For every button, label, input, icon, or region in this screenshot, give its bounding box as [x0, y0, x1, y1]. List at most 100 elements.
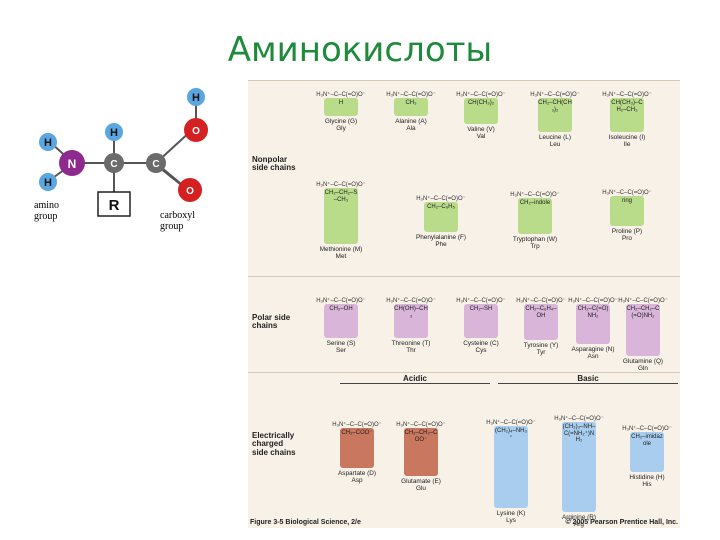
hydrogen-atom-alpha — [105, 123, 123, 141]
amino-acid-abbreviation: His — [642, 481, 652, 489]
amino-acid-full-name: Threonine (T) — [391, 340, 431, 347]
backbone-formula: H₃N⁺–C–C(=O)O⁻ — [486, 420, 536, 426]
amino-acid-abbreviation: Lys — [506, 517, 516, 525]
atom-label-h: H — [44, 137, 52, 149]
side-chain-formula: CH₂–COO⁻ — [341, 430, 373, 436]
acidic-header-line — [340, 383, 490, 384]
nitrogen-atom — [59, 150, 85, 176]
amino-acid-abbreviation: Arg — [574, 521, 584, 529]
carboxyl-carbon-atom — [146, 153, 166, 173]
side-chain-highlight: CH₂–COO⁻ — [340, 428, 374, 468]
backbone-formula: H₃N⁺–C–C(=O)O⁻ — [456, 298, 506, 304]
amino-acid-full-name: Glutamate (E) — [401, 478, 441, 485]
amino-acid-cell: H₃N⁺–C–C(=O)O⁻(CH₂)₄–NH₃⁺Lysine (K)Lys — [476, 420, 546, 525]
carboxyl-label-line: group — [160, 221, 183, 232]
amino-acid-full-name: Isoleucine (I) — [608, 134, 646, 141]
amino-acid-cell: H₃N⁺–C–C(=O)O⁻CH₃ Alanine (A)Ala — [376, 92, 446, 133]
carbonyl-oxygen-atom — [178, 178, 202, 202]
r-group-box — [97, 191, 131, 217]
side-chain-highlight: ring — [610, 196, 644, 226]
amino-acid-full-name: Alanine (A) — [395, 118, 427, 125]
backbone-formula: H₃N⁺–C–C(=O)O⁻ — [510, 192, 560, 198]
backbone-formula: H₃N⁺–C–C(=O)O⁻ — [416, 196, 466, 202]
side-chain-highlight: CH₂–C₆H₅ — [424, 202, 458, 232]
backbone-formula: H₃N⁺–C–C(=O)O⁻ — [386, 92, 436, 98]
amino-acid-name: Tryptophan (W)Trp — [500, 236, 570, 251]
amino-acid-full-name: Tyrosine (Y) — [523, 342, 559, 349]
amino-acid-full-name: Methionine (M) — [319, 246, 363, 253]
hydrogen-atom-amino-1 — [39, 133, 57, 151]
side-chain-formula: CH₂–indole — [519, 200, 551, 206]
amino-acid-abbreviation: Phe — [435, 241, 447, 249]
amino-label-line: amino — [34, 200, 59, 211]
backbone-formula: H₃N⁺–C–C(=O)O⁻ — [516, 298, 566, 304]
side-chain-formula: ring — [621, 198, 632, 204]
side-chain-highlight: CH₂–CH₂–COO⁻ — [404, 428, 438, 476]
amino-acid-full-name: Phenylalanine (F) — [415, 234, 467, 241]
side-chain-formula: CH₂–C₆H₅ — [427, 204, 455, 210]
amino-acid-molecule: H H H H N C C O O R amino group carboxyl… — [34, 88, 208, 232]
atom-label-o: O — [192, 126, 200, 137]
amino-acid-full-name: Histidine (H) — [629, 474, 665, 481]
amino-acid-abbreviation: Cys — [475, 347, 487, 355]
side-chain-formula: CH₂–CH₂–C(=O)NH₂ — [626, 306, 660, 319]
atom-label-o: O — [186, 186, 194, 197]
side-chain-highlight: CH₂–indole — [518, 198, 552, 234]
amino-group-label: amino group — [34, 200, 62, 222]
side-chain-formula: CH(CH₃)–CH₂–CH₃ — [611, 100, 643, 113]
amino-acid-abbreviation: Gly — [336, 125, 346, 133]
carboxyl-group-label: carboxyl group — [160, 210, 198, 232]
backbone-formula: H₃N⁺–C–C(=O)O⁻ — [530, 92, 580, 98]
basic-header-line — [498, 383, 678, 384]
band-divider — [248, 372, 680, 373]
side-chain-highlight: CH₃ — [394, 98, 428, 116]
amino-acid-name: Threonine (T)Thr — [376, 340, 446, 355]
acidic-header: Acidic — [402, 374, 427, 383]
amino-acid-full-name: Asparagine (N) — [571, 346, 615, 353]
side-chain-highlight: CH(CH₃)₂ — [464, 98, 498, 124]
backbone-formula: H₃N⁺–C–C(=O)O⁻ — [602, 190, 652, 196]
amino-acid-abbreviation: Asp — [351, 477, 363, 485]
alpha-carbon-atom — [104, 153, 124, 173]
amino-acid-name: Proline (P)Pro — [592, 228, 662, 243]
side-chain-formula: (CH₂)₃–NH–C(=NH₂⁺)NH₂ — [562, 424, 596, 444]
atom-label-c: C — [152, 159, 159, 170]
amino-acid-abbreviation: Trp — [530, 243, 540, 251]
atom-label-h: H — [110, 127, 118, 139]
amino-acid-name: Alanine (A)Ala — [376, 118, 446, 133]
amino-acid-name: Valine (V)Val — [446, 126, 516, 141]
amino-acid-abbreviation: Gln — [638, 365, 648, 373]
backbone-formula: H₃N⁺–C–C(=O)O⁻ — [316, 92, 366, 98]
backbone-formula: H₃N⁺–C–C(=O)O⁻ — [332, 422, 382, 428]
amino-acid-full-name: Serine (S) — [326, 340, 356, 347]
r-group-label: R — [109, 197, 120, 214]
side-chain-formula: (CH₂)₄–NH₃⁺ — [495, 428, 527, 441]
backbone-formula: H₃N⁺–C–C(=O)O⁻ — [456, 92, 506, 98]
amino-acid-abbreviation: Val — [476, 133, 486, 141]
amino-acid-name: Glutamine (Q)Gln — [608, 358, 678, 373]
amino-acid-name: Aspartate (D)Asp — [322, 470, 392, 485]
basic-header: Basic — [577, 374, 599, 383]
side-chain-highlight: CH(OH)–CH₃ — [394, 304, 428, 338]
amino-acid-name: Serine (S)Ser — [306, 340, 376, 355]
amino-acid-full-name: Tryptophan (W) — [512, 236, 558, 243]
amino-acid-cell: H₃N⁺–C–C(=O)O⁻CH(CH₃)₂ Valine (V)Val — [446, 92, 516, 141]
figure-caption: Figure 3-5 Biological Science, 2/e — [250, 519, 361, 526]
backbone-formula: H₃N⁺–C–C(=O)O⁻ — [568, 298, 618, 304]
amino-acid-abbreviation: Ala — [406, 125, 416, 133]
amino-acid-full-name: Valine (V) — [467, 126, 495, 133]
amino-acid-full-name: Aspartate (D) — [337, 470, 376, 477]
side-chain-highlight: (CH₂)₃–NH–C(=NH₂⁺)NH₂ — [562, 422, 596, 512]
